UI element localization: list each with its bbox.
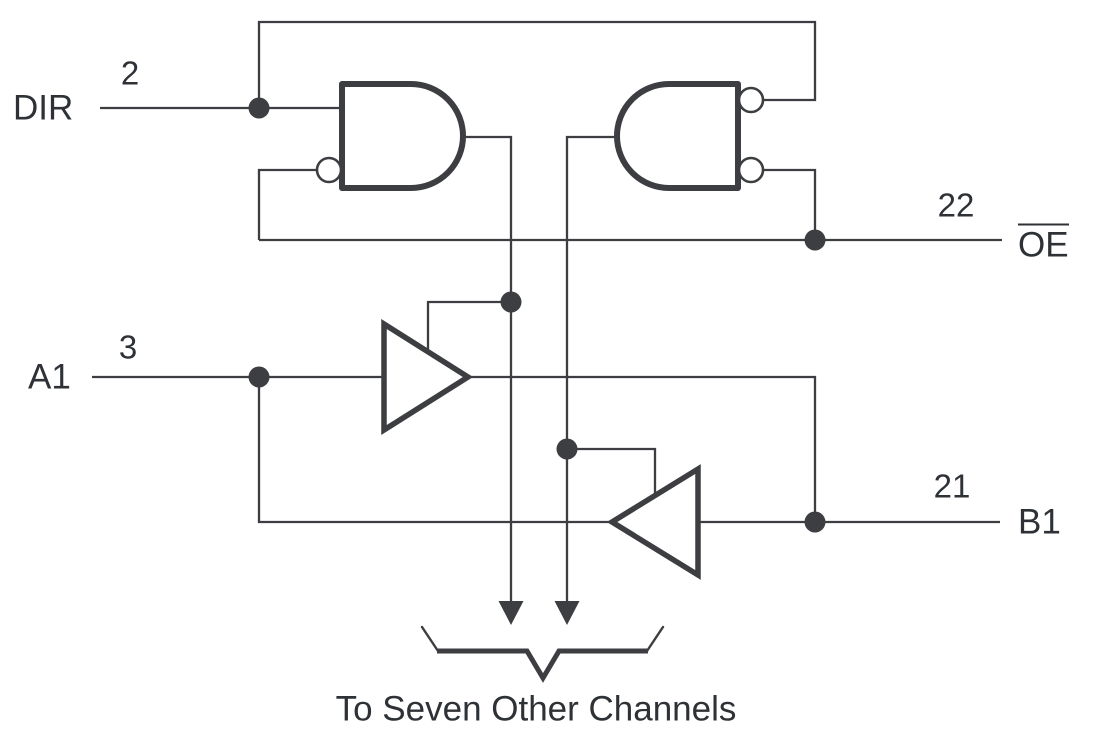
a1-pin-number: 3 <box>118 328 138 366</box>
brace-icon <box>420 625 665 683</box>
down-arrow-icon <box>498 601 524 625</box>
dir-pin-number: 2 <box>120 54 140 92</box>
inverter-bubble-icon <box>315 156 343 184</box>
a1-bypass-wire <box>257 377 612 524</box>
a1-pin-label: A1 <box>28 357 71 397</box>
right-gate-output-wire <box>565 135 617 601</box>
dir-pin-label: DIR <box>13 88 74 128</box>
down-arrows <box>498 601 580 625</box>
oe-pin-label: OE <box>1018 223 1069 265</box>
brace-right-tip <box>645 625 665 653</box>
buffer-a-to-b-icon <box>381 319 474 435</box>
caption-to-seven-other-channels: To Seven Other Channels <box>335 689 737 729</box>
junction-dots <box>248 97 826 533</box>
junction-dot <box>556 438 578 460</box>
wires <box>92 20 1002 601</box>
a-buffer-enable-wire <box>426 300 511 352</box>
oe-overline-text: OE <box>1018 223 1069 265</box>
junction-dot <box>248 366 270 388</box>
brace-body <box>437 648 648 683</box>
a-buffer-output-wire <box>468 375 817 522</box>
b-buffer-enable-wire <box>567 447 657 495</box>
junction-dot <box>804 229 826 251</box>
brace-left-tip <box>420 625 440 653</box>
and-gate-left-icon <box>339 81 466 191</box>
b1-pin-label: B1 <box>1018 502 1061 542</box>
junction-dot <box>804 511 826 533</box>
buffers <box>381 319 701 580</box>
dir-feedback-top-wire <box>257 20 817 108</box>
b1-pin-number: 21 <box>933 467 971 505</box>
inverter-bubble-icon <box>737 86 765 114</box>
left-gate-output-wire <box>463 135 513 601</box>
oe-pin-number: 22 <box>937 186 975 224</box>
buffer-b-to-a-icon <box>606 464 701 580</box>
and-gate-right-icon <box>614 81 741 191</box>
down-arrow-icon <box>554 601 580 625</box>
left-gate-inverted-input-wire <box>257 168 317 240</box>
right-gate-inverted-input-wire <box>764 168 817 240</box>
inverter-bubble-icon <box>737 156 765 184</box>
junction-dot <box>248 97 270 119</box>
junction-dot <box>500 291 522 313</box>
gates <box>315 81 765 191</box>
